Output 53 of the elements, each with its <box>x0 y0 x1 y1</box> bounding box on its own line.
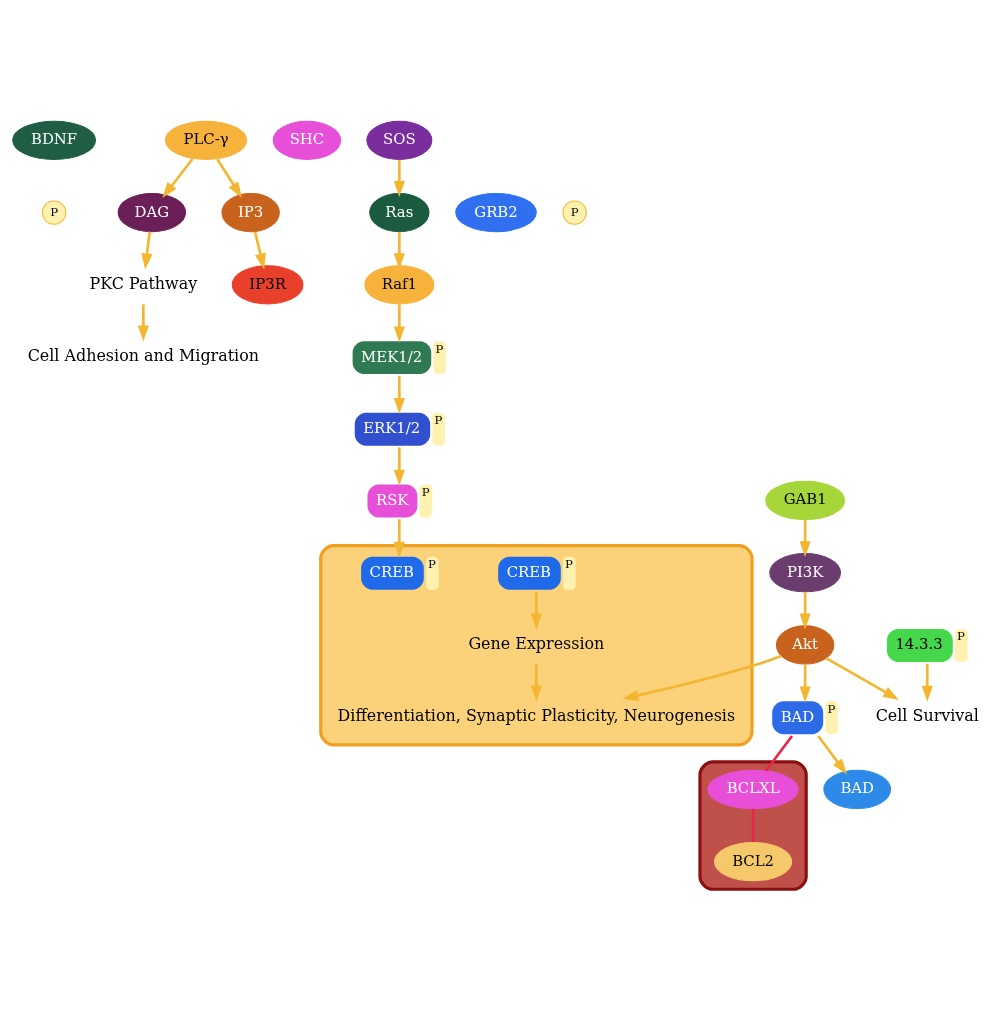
node-text: Differentiation, Synaptic Plasticity, Neurogenesis <box>337 705 736 725</box>
connector <box>751 808 755 842</box>
arrow <box>393 231 405 269</box>
arrow <box>141 231 153 270</box>
arrow <box>921 663 933 702</box>
arrow <box>216 157 242 198</box>
node-ellipse: SHC <box>272 120 342 160</box>
node-ellipse: BAD <box>823 769 892 809</box>
arrow <box>393 303 405 342</box>
node-ellipse: PLC-γ <box>164 120 248 160</box>
node-ellipse: BCLXL <box>707 769 799 809</box>
arrow <box>530 663 542 702</box>
node-ellipse: Ras <box>369 192 430 232</box>
node-ellipse: Raf1 <box>364 264 435 304</box>
node-ellipse: DAG <box>117 192 187 232</box>
node-ellipse: Akt <box>775 624 835 665</box>
node-text: Cell Survival <box>875 705 979 725</box>
arrow <box>393 518 405 558</box>
arrow <box>817 734 847 775</box>
node-ellipse: BDNF <box>12 120 97 160</box>
node-label: P <box>827 701 836 716</box>
node-ellipse: IP3 <box>221 192 280 232</box>
node-ellipse: BCL2 <box>714 841 793 881</box>
arrow <box>137 303 149 341</box>
node-text: Gene Expression <box>468 633 605 653</box>
arrow <box>825 656 900 700</box>
node-label: P <box>434 412 443 427</box>
node-ellipse: IP3R <box>231 264 304 304</box>
arrow <box>799 663 811 703</box>
arrow <box>393 375 405 414</box>
node-text: PKC Pathway <box>89 273 198 293</box>
node-ellipse: GAB1 <box>765 480 846 520</box>
arrow <box>622 654 782 701</box>
node-ellipse: GRB2 <box>455 192 537 232</box>
label: P <box>570 204 579 219</box>
cluster <box>698 759 808 891</box>
arrow <box>162 157 194 198</box>
arrow <box>393 446 405 486</box>
node-label: P <box>428 556 436 571</box>
connector <box>764 734 794 772</box>
node-ellipse: SOS <box>366 120 433 160</box>
node-label: P <box>421 484 430 499</box>
arrow <box>530 590 542 629</box>
node-text: Cell Adhesion and Migration <box>27 345 260 365</box>
node-label: P <box>435 341 444 356</box>
node-label: P <box>565 556 573 571</box>
node-label: P <box>957 628 965 643</box>
arrow <box>799 519 811 557</box>
arrow <box>393 159 405 197</box>
label: P <box>50 204 59 219</box>
arrow <box>253 230 266 269</box>
arrow <box>799 591 811 629</box>
node-ellipse: PI3K <box>769 552 841 592</box>
